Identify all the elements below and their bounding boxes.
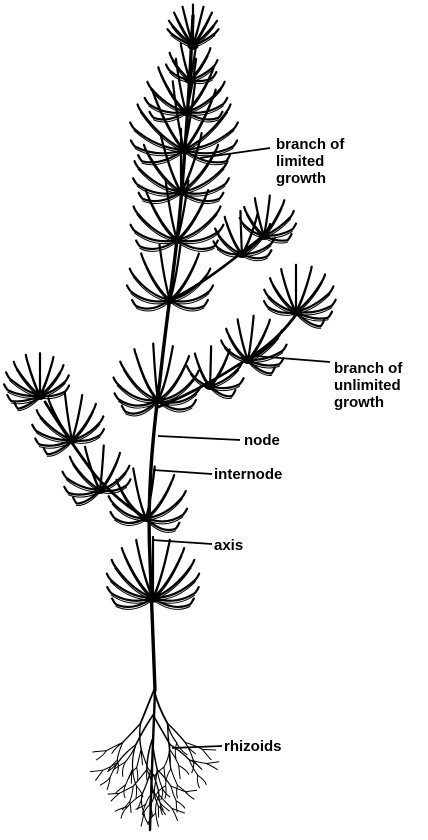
rhizoid bbox=[179, 765, 189, 774]
label-axis: axis bbox=[214, 537, 243, 554]
whorl bbox=[264, 265, 336, 328]
rhizoid bbox=[133, 770, 147, 787]
rhizoid bbox=[164, 749, 170, 767]
node-knot bbox=[141, 515, 151, 522]
rhizoid bbox=[137, 767, 138, 780]
left-side-branch bbox=[45, 402, 146, 518]
label-branch-limited-line-3: growth bbox=[276, 170, 344, 187]
rhizoid bbox=[144, 813, 149, 825]
whorl bbox=[240, 195, 296, 243]
rhizoid bbox=[137, 749, 141, 767]
label-node: node bbox=[244, 432, 280, 449]
rhizoid bbox=[96, 770, 104, 780]
rhizoid bbox=[111, 793, 119, 801]
whorl bbox=[32, 393, 104, 456]
rhizoid bbox=[119, 786, 133, 793]
rhizoid bbox=[93, 751, 106, 752]
label-branch-limited: branch of limited growth bbox=[276, 136, 344, 187]
rhizoid bbox=[176, 801, 185, 808]
label-branch-unlimited-line-3: growth bbox=[334, 394, 402, 411]
node-knot bbox=[147, 594, 159, 602]
rhizoid bbox=[198, 775, 207, 784]
rhizoid bbox=[154, 690, 167, 723]
node-knot bbox=[243, 357, 253, 364]
node-knot bbox=[237, 251, 247, 258]
whorl bbox=[167, 5, 218, 50]
rhizoid bbox=[185, 790, 196, 791]
rhizoid bbox=[130, 786, 133, 801]
label-branch-unlimited: branch of unlimited growth bbox=[334, 360, 402, 411]
leader-rhizoids bbox=[172, 746, 222, 748]
rhizoid bbox=[177, 785, 178, 798]
label-internode: internode bbox=[214, 466, 282, 483]
rhizoid bbox=[185, 792, 193, 799]
whorl bbox=[4, 353, 69, 411]
whorl bbox=[107, 537, 199, 609]
node-knot bbox=[205, 383, 215, 390]
rhizoid bbox=[197, 775, 199, 788]
rhizoid bbox=[108, 793, 119, 794]
node-knot bbox=[165, 297, 175, 304]
rhizoid bbox=[179, 765, 180, 778]
rhizoid bbox=[96, 751, 106, 760]
rhizoid bbox=[175, 743, 176, 759]
rhizoid bbox=[169, 749, 178, 765]
leader-axis bbox=[152, 540, 212, 544]
rhizoid bbox=[136, 786, 137, 799]
leader-node bbox=[158, 436, 240, 440]
whorl bbox=[127, 245, 213, 311]
rhizoid bbox=[156, 813, 159, 826]
node-knot bbox=[67, 437, 77, 444]
rhizoid bbox=[171, 769, 178, 785]
rhizoid bbox=[171, 786, 186, 792]
label-rhizoids: rhizoids bbox=[224, 738, 282, 755]
node-knot bbox=[35, 393, 45, 400]
label-branch-limited-line-2: limited bbox=[276, 153, 344, 170]
rhizoid bbox=[112, 742, 123, 753]
plant-illustration bbox=[4, 5, 336, 830]
label-branch-unlimited-line-2: unlimited bbox=[334, 377, 402, 394]
rhizoids-group bbox=[90, 690, 218, 830]
node-knot bbox=[172, 237, 182, 244]
node-knot bbox=[176, 189, 186, 196]
branchlet bbox=[141, 254, 170, 300]
whorl bbox=[221, 316, 286, 376]
rhizoid bbox=[206, 762, 219, 764]
node-knot bbox=[95, 487, 105, 494]
rhizoid bbox=[90, 770, 103, 772]
label-branch-unlimited-line-1: branch of bbox=[334, 360, 402, 377]
rhizoid bbox=[206, 763, 217, 769]
leader-internode bbox=[153, 470, 212, 474]
rhizoid bbox=[123, 762, 126, 776]
node-knot bbox=[291, 309, 301, 316]
rhizoid bbox=[202, 749, 215, 750]
rhizoid bbox=[125, 744, 136, 761]
node-knot bbox=[259, 233, 269, 240]
rhizoid bbox=[136, 715, 153, 744]
node-knot bbox=[153, 397, 163, 404]
branchlet bbox=[226, 329, 248, 360]
rhizoid bbox=[202, 749, 211, 759]
label-branch-limited-line-1: branch of bbox=[276, 136, 344, 153]
node-knot bbox=[181, 109, 191, 116]
rhizoid bbox=[141, 690, 154, 723]
